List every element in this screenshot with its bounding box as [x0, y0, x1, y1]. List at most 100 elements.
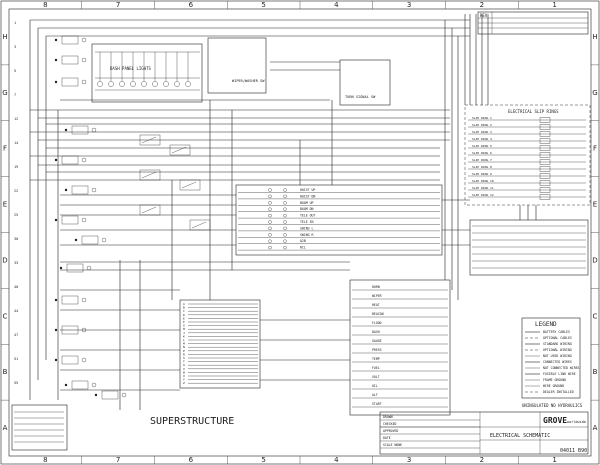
- wiper-switch-label: WIPER/WASHER SW: [232, 79, 265, 83]
- connector-pin: P: [183, 349, 185, 353]
- connector-pin: S: [183, 356, 185, 360]
- component-symbol: [71, 125, 89, 135]
- connector-pin: C: [183, 309, 185, 313]
- drawing-number: 04011 B90: [560, 448, 587, 454]
- legend-box: LEGEND: [521, 317, 581, 399]
- legend-item: OPTIONAL WIRING: [543, 348, 572, 352]
- connector-pin: V: [183, 367, 185, 371]
- company-logo: GROVE: [543, 416, 567, 425]
- wire-tag: 19: [14, 165, 18, 169]
- connector-pin: Z: [183, 381, 185, 385]
- revision-block: REV: [477, 11, 589, 35]
- component-symbol: [61, 215, 79, 225]
- legend-item: CONNECTED WIRES: [543, 360, 572, 364]
- connector-pin: D: [183, 313, 185, 317]
- legend-item: NOT CONNECTED WIRES: [543, 366, 580, 370]
- connector-pin: B: [183, 306, 185, 310]
- slip-ring-label: SLIP RING 4: [472, 137, 492, 141]
- superstructure-label: SUPERSTRUCTURE: [150, 416, 234, 427]
- column-label: 7: [116, 456, 120, 464]
- component-symbol: [71, 380, 89, 390]
- legend-item: OPTIONAL CABLES: [543, 336, 572, 340]
- slip-ring-symbol: [539, 152, 551, 158]
- connector-row-label: WIPER: [372, 294, 382, 298]
- slip-ring-label: SLIP RING 9: [472, 172, 492, 176]
- slip-ring-label: SLIP RING 3: [472, 130, 492, 134]
- connector-row-label: PRESS: [372, 348, 382, 352]
- wire-tag: 30: [14, 237, 18, 241]
- turn-signal-box: [339, 59, 391, 106]
- slip-ring-symbol: [539, 117, 551, 123]
- connector-pin: X: [183, 374, 185, 378]
- connector-row-label: FUEL: [372, 366, 380, 370]
- column-label: 5: [261, 1, 265, 9]
- column-label: 3: [407, 1, 411, 9]
- row-label: B: [593, 368, 598, 376]
- dash-lamp-row: [97, 52, 191, 87]
- column-label: 1: [552, 1, 556, 9]
- wire-tag: 55: [14, 381, 18, 385]
- row-label: D: [2, 256, 7, 264]
- connector-row-label: A2B: [300, 239, 306, 243]
- connector-pin: A: [183, 302, 185, 306]
- slip-ring-label: SLIP RING 10: [472, 179, 494, 183]
- component-symbol: [61, 355, 79, 365]
- component-symbol: [81, 235, 99, 245]
- rev-label: REV: [480, 13, 488, 18]
- connector-row-label: HEAT: [372, 303, 380, 307]
- column-label: 8: [43, 456, 47, 464]
- connector-row-label: FLOOD: [372, 321, 382, 325]
- warning-note: UNINSULATED NO HYDRAULICS: [522, 403, 583, 408]
- row-label: C: [3, 312, 8, 320]
- connector-row-label: BEACON: [372, 312, 384, 316]
- wire-tag: 14: [14, 141, 18, 145]
- connector-row-label: HOIST UP: [300, 188, 315, 192]
- legend-item: FUSIBLE LINK WIRE: [543, 372, 576, 376]
- legend-title: LEGEND: [535, 321, 557, 328]
- column-label: 4: [334, 1, 339, 9]
- column-label: 6: [189, 1, 194, 9]
- component-symbol: [61, 295, 79, 305]
- legend-item: FRAME GROUND: [543, 378, 566, 382]
- component-symbol: [61, 55, 79, 65]
- central-connector-block: [179, 184, 451, 416]
- switch-symbol: [179, 179, 201, 191]
- wire-tag: 3: [14, 45, 16, 49]
- lamp-icon: [152, 81, 158, 87]
- component-symbol: [66, 263, 84, 273]
- dash-panel-lights-label: DASH PANEL LIGHTS: [110, 66, 152, 71]
- title-block-row: DRAWN: [383, 415, 393, 419]
- turn-signal-label: TURN SIGNAL SW: [345, 95, 376, 99]
- connector-pin: W: [183, 370, 185, 374]
- column-label: 2: [480, 1, 484, 9]
- column-label: 1: [552, 456, 556, 464]
- slip-ring-label: SLIP RING 2: [472, 123, 492, 127]
- connector-row-label: GAUGE: [372, 339, 382, 343]
- component-symbol: [61, 35, 79, 45]
- connector-row-label: RCL: [300, 246, 306, 250]
- slip-ring-label: SLIP RING 8: [472, 165, 492, 169]
- row-label: H: [592, 33, 597, 41]
- legend-item: DEALER INSTALLED: [543, 390, 574, 394]
- component-symbol: [61, 77, 79, 87]
- connector-pin: F: [183, 320, 185, 324]
- wiper-switch-box: [207, 37, 267, 94]
- switch-symbol: [189, 219, 211, 231]
- connector-row-label: TEMP: [372, 357, 380, 361]
- component-symbol: [61, 155, 79, 165]
- schematic-title: ELECTRICAL SCHEMATIC: [490, 433, 550, 439]
- row-label: D: [592, 256, 597, 264]
- slip-ring-symbol: [539, 173, 551, 179]
- connector-row-label: DASH: [372, 330, 380, 334]
- switch-symbol: [139, 134, 161, 146]
- slip-ring-symbol: [539, 166, 551, 172]
- row-label: E: [593, 201, 597, 209]
- component-symbol: [61, 325, 79, 335]
